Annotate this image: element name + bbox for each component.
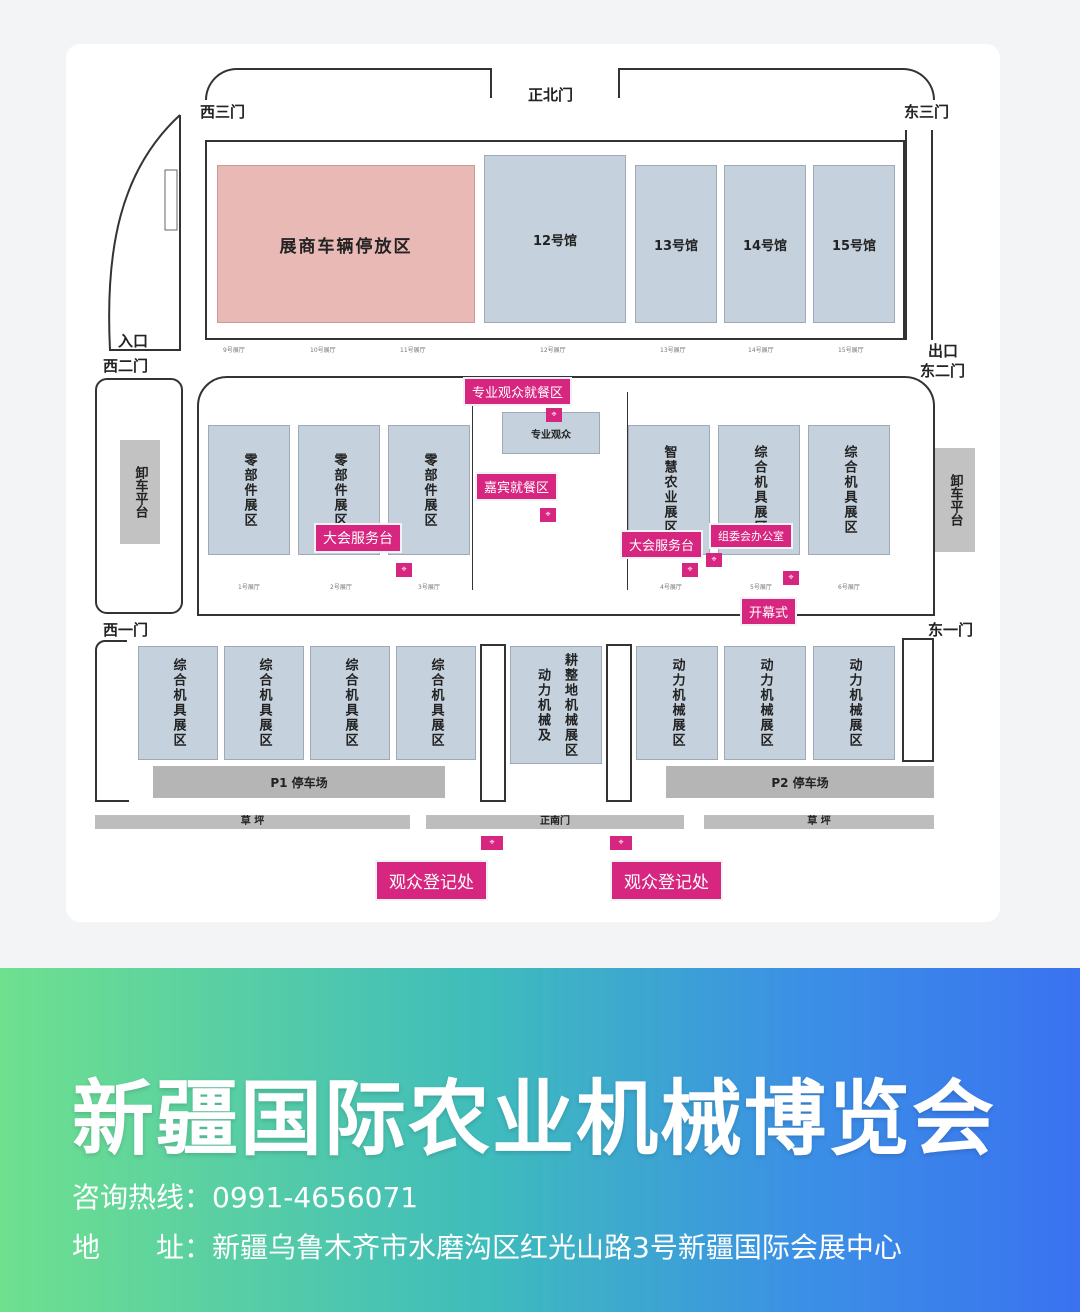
hall-number-label: 6号展厅 bbox=[838, 584, 860, 591]
hotline-number[interactable]: 0991-4656071 bbox=[212, 1181, 419, 1214]
hall-number-label: 1号展厅 bbox=[238, 584, 260, 591]
south-walkway-left bbox=[480, 644, 506, 802]
hall-number-label: 5号展厅 bbox=[750, 584, 772, 591]
address-text: 新疆乌鲁木齐市水磨沟区红光山路3号新疆国际会展中心 bbox=[212, 1231, 902, 1264]
hall-13: 13号馆 bbox=[635, 165, 717, 323]
entrance-label: 13号展厅 bbox=[660, 347, 686, 354]
hall-power-1: 动力机械展区 bbox=[636, 646, 718, 760]
location-pin-icon: ⌖ bbox=[481, 836, 503, 850]
south-walkway-right bbox=[606, 644, 632, 802]
gate-west2: 西二门 bbox=[103, 357, 149, 375]
lawn-right: 草 坪 bbox=[704, 815, 934, 829]
gate-east1: 东一门 bbox=[928, 621, 974, 639]
hotline-label: 咨询热线： bbox=[72, 1181, 213, 1214]
gate-west3: 西三门 bbox=[200, 103, 246, 121]
hall-south-machinery-1: 综合机具展区 bbox=[138, 646, 218, 760]
hall-power-2: 动力机械展区 bbox=[724, 646, 806, 760]
hall-south-machinery-2: 综合机具展区 bbox=[224, 646, 304, 760]
gate-entrance: 入口 bbox=[118, 332, 149, 350]
hall-number-label: 4号展厅 bbox=[660, 584, 682, 591]
entrance-label: 11号展厅 bbox=[400, 347, 426, 354]
lawn-left: 草 坪 bbox=[95, 815, 410, 829]
hall-south-center-b: 耕整地机械展区 bbox=[562, 652, 577, 758]
west-curve-road bbox=[108, 114, 181, 351]
location-pin-icon: ⌖ bbox=[546, 408, 562, 422]
hall-power-3: 动力机械展区 bbox=[813, 646, 895, 760]
hall-number-label: 3号展厅 bbox=[418, 584, 440, 591]
tag-pro-dining[interactable]: 专业观众就餐区 bbox=[463, 377, 573, 406]
hall-south-center-a: 动力机械及 bbox=[535, 667, 550, 743]
tag-service-west[interactable]: 大会服务台 bbox=[314, 523, 402, 553]
north-gate-block bbox=[490, 68, 620, 98]
hall-south-center: 动力机械及 耕整地机械展区 bbox=[510, 646, 602, 764]
address-label: 地 址： bbox=[72, 1231, 213, 1264]
location-pin-icon: ⌖ bbox=[540, 508, 556, 522]
south-gate-bar: 正南门 bbox=[426, 815, 684, 829]
event-title: 新疆国际农业机械博览会 bbox=[72, 1072, 997, 1167]
gate-north: 正北门 bbox=[528, 86, 574, 104]
hall-parts-1: 零部件展区 bbox=[208, 425, 290, 555]
hotline-line: 咨询热线：0991-4656071 bbox=[72, 1176, 418, 1216]
tag-service-east[interactable]: 大会服务台 bbox=[620, 530, 704, 559]
address-line: 地 址：新疆乌鲁木齐市水磨沟区红光山路3号新疆国际会展中心 bbox=[72, 1226, 902, 1266]
west-road-south bbox=[95, 640, 129, 802]
hall-south-machinery-3: 综合机具展区 bbox=[310, 646, 390, 760]
hall-parts-3: 零部件展区 bbox=[388, 425, 470, 555]
east-road-south bbox=[902, 638, 934, 762]
unload-platform-west: 卸车平台 bbox=[120, 440, 160, 544]
location-pin-icon: ⌖ bbox=[783, 571, 799, 585]
tag-committee[interactable]: 组委会办公室 bbox=[709, 523, 793, 549]
hall-south-machinery-4: 综合机具展区 bbox=[396, 646, 476, 760]
entrance-label: 9号展厅 bbox=[223, 347, 245, 354]
exhibitor-parking-area: 展商车辆停放区 bbox=[217, 165, 475, 323]
location-pin-icon: ⌖ bbox=[610, 836, 632, 850]
tag-vip-dining[interactable]: 嘉宾就餐区 bbox=[475, 472, 559, 501]
hall-machinery-b: 综合机具展区 bbox=[808, 425, 890, 555]
entrance-label: 14号展厅 bbox=[748, 347, 774, 354]
entrance-label: 12号展厅 bbox=[540, 347, 566, 354]
parking-p1: P1 停车场 bbox=[153, 766, 445, 798]
footer-banner bbox=[0, 968, 1080, 1312]
entrance-label: 10号展厅 bbox=[310, 347, 336, 354]
parking-p2: P2 停车场 bbox=[666, 766, 934, 798]
unload-platform-east: 卸车平台 bbox=[935, 448, 975, 552]
hall-15: 15号馆 bbox=[813, 165, 895, 323]
tag-opening[interactable]: 开幕式 bbox=[740, 597, 798, 626]
gate-west1: 西一门 bbox=[103, 621, 149, 639]
gate-east2: 东二门 bbox=[920, 362, 966, 380]
tag-registration-right[interactable]: 观众登记处 bbox=[610, 860, 723, 901]
location-pin-icon: ⌖ bbox=[682, 563, 698, 577]
gate-east3: 东三门 bbox=[904, 103, 950, 121]
gate-exit: 出口 bbox=[928, 342, 959, 360]
location-pin-icon: ⌖ bbox=[706, 553, 722, 567]
east-road bbox=[905, 130, 933, 340]
hall-14: 14号馆 bbox=[724, 165, 806, 323]
hall-12: 12号馆 bbox=[484, 155, 626, 323]
tag-registration-left[interactable]: 观众登记处 bbox=[375, 860, 488, 901]
location-pin-icon: ⌖ bbox=[396, 563, 412, 577]
entrance-label: 15号展厅 bbox=[838, 347, 864, 354]
hall-number-label: 2号展厅 bbox=[330, 584, 352, 591]
